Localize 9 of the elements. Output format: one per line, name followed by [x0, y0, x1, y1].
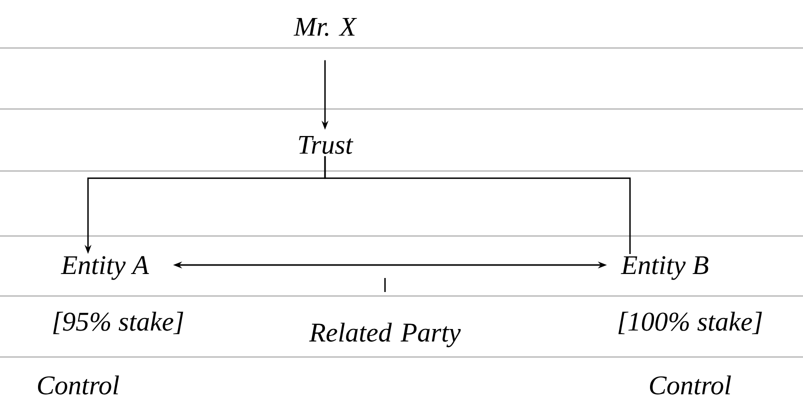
note-text: [100% stake]	[618, 312, 762, 334]
node-text: Mr. X	[294, 18, 357, 36]
edge-label: Related Party	[309, 322, 461, 348]
note-text: Control	[650, 375, 731, 394]
note-text: Control	[38, 375, 119, 394]
note-text: [95% stake]	[53, 312, 184, 334]
node-text: Entity A	[60, 256, 149, 280]
node-text: Entity B	[620, 256, 708, 280]
node-text: Trust	[299, 136, 354, 154]
